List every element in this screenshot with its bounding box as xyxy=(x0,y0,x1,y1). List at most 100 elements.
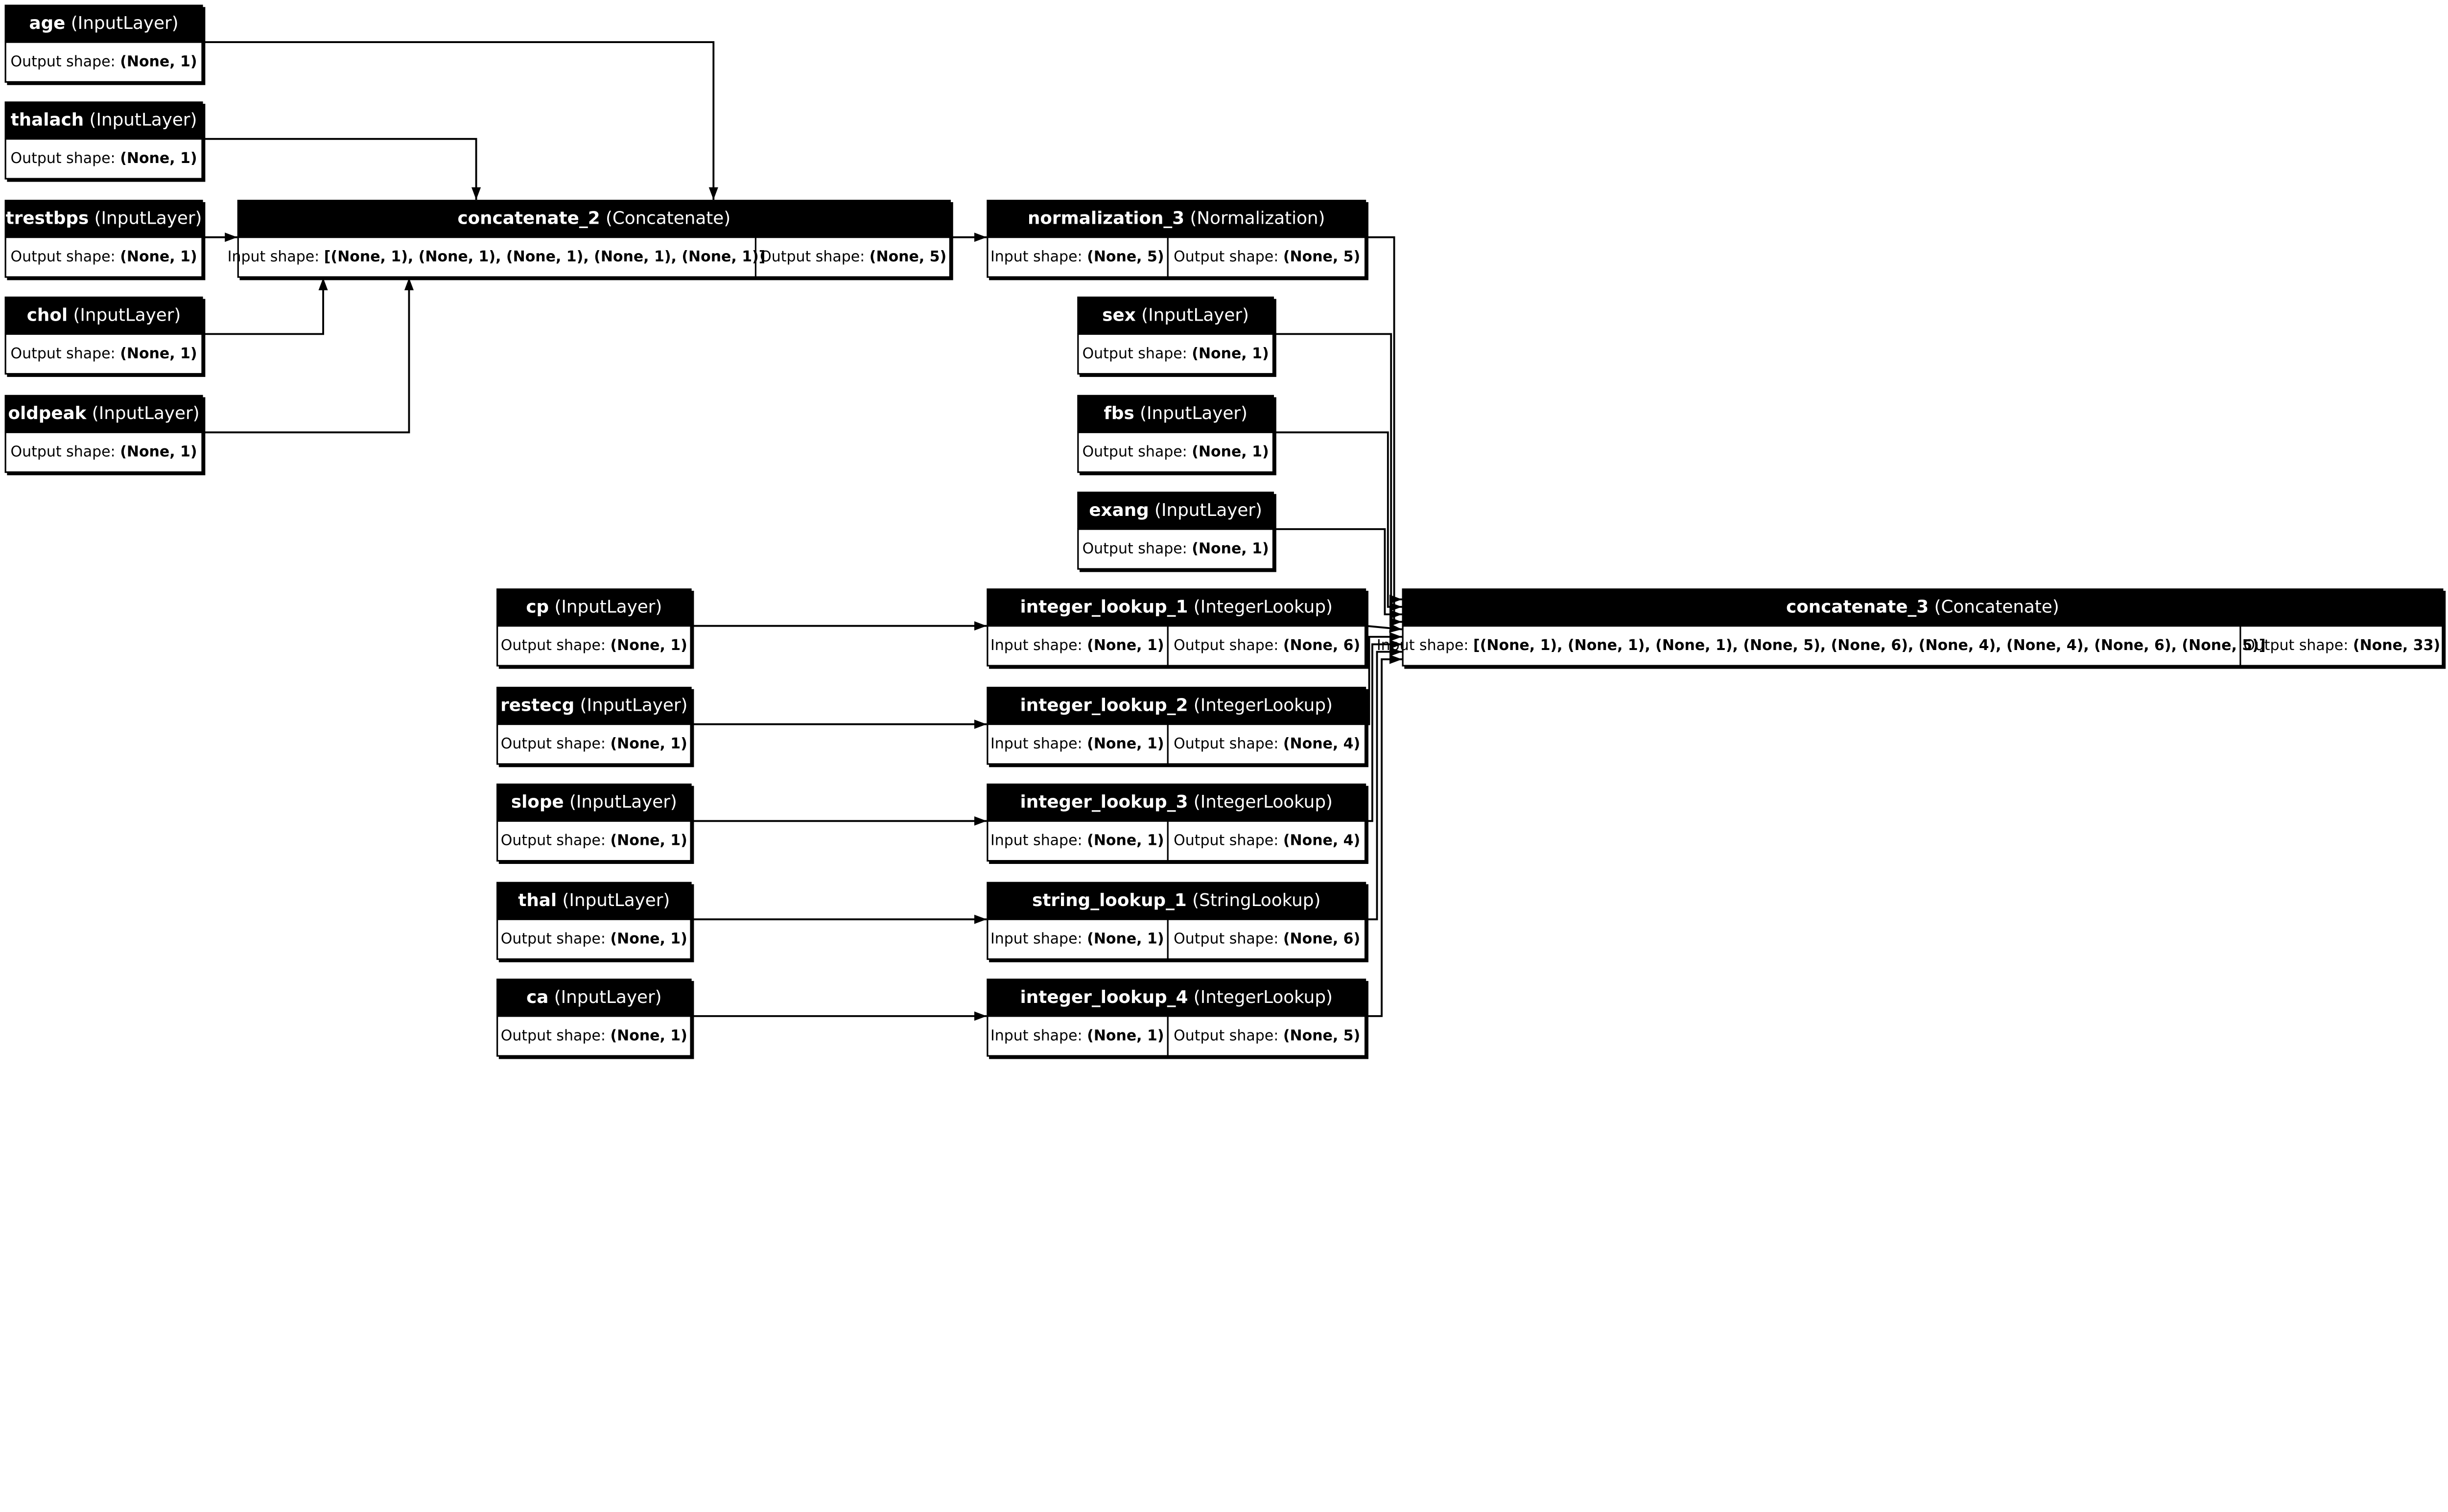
layer-name: restecg xyxy=(500,695,574,715)
layer-node-string_lookup_1[interactable]: string_lookup_1 (StringLookup) Input shap… xyxy=(987,882,1368,962)
layer-node-concatenate_3[interactable]: concatenate_3 (Concatenate)Input shape: … xyxy=(1377,588,2446,669)
input-shape: Input shape: (None, 1) xyxy=(990,930,1164,948)
input-shape-value: (None, 1) xyxy=(1087,930,1164,948)
layer-space xyxy=(1188,597,1193,617)
output-shape-label: Output shape: xyxy=(1083,443,1192,461)
output-shape-label: Output shape: xyxy=(11,150,120,167)
output-shape-label: Output shape: xyxy=(11,248,120,265)
output-shape: Output shape: (None, 1) xyxy=(11,345,197,362)
node-title: string_lookup_1 (StringLookup) xyxy=(1032,890,1320,910)
node-body xyxy=(987,1015,1366,1057)
input-shape: Input shape: [(None, 1), (None, 1), (Non… xyxy=(228,248,766,265)
output-shape-label: Output shape: xyxy=(1083,345,1192,362)
layer-name: thalach xyxy=(11,110,84,130)
edge-integer_lookup_1-to-concatenate_3 xyxy=(1365,623,1402,633)
output-shape: Output shape: (None, 1) xyxy=(11,150,197,167)
layer-space xyxy=(600,209,606,229)
layer-name: string_lookup_1 xyxy=(1032,890,1187,910)
output-shape: Output shape: (None, 1) xyxy=(1083,443,1269,461)
node-title: sex (InputLayer) xyxy=(1102,305,1249,325)
layer-node-integer_lookup_2[interactable]: integer_lookup_2 (IntegerLookup)Input sh… xyxy=(987,687,1368,768)
output-shape: Output shape: (None, 1) xyxy=(1083,345,1269,362)
layer-node-slope[interactable]: slope (InputLayer) Output shape: (None, 1… xyxy=(496,783,694,864)
layer-name: thal xyxy=(518,890,557,910)
output-shape-value: (None, 4) xyxy=(1283,735,1360,752)
node-header xyxy=(4,4,203,43)
edge-oldpeak-to-concatenate_2 xyxy=(203,278,414,434)
layer-node-age[interactable]: age (InputLayer)Output shape: (None, 1) xyxy=(4,4,206,85)
layer-node-chol[interactable]: chol (InputLayer)Output shape: (None, 1) xyxy=(4,296,206,377)
edges xyxy=(203,41,1402,1021)
layer-space xyxy=(1929,597,1934,617)
output-shape: Output shape: (None, 6) xyxy=(1174,930,1360,948)
input-shape-value: (None, 1) xyxy=(1087,735,1164,752)
node-header xyxy=(1402,588,2444,626)
output-shape-value: (None, 1) xyxy=(610,832,687,849)
layer-node-integer_lookup_1[interactable]: integer_lookup_1 (IntegerLookup)Input sh… xyxy=(987,588,1368,669)
input-shape-label: Input shape: xyxy=(1377,637,1473,654)
layer-node-cp[interactable]: cp (InputLayer)Output shape: (None, 1) xyxy=(496,588,694,669)
node-title: concatenate_3 (Concatenate) xyxy=(1786,597,2059,617)
output-shape-value: (None, 5) xyxy=(870,248,946,265)
node-header xyxy=(496,687,692,724)
layer-name: sex xyxy=(1102,305,1136,325)
layer-type: (InputLayer) xyxy=(1141,305,1249,325)
layer-node-thal[interactable]: thal (InputLayer)Output shape: (None, 1) xyxy=(496,882,694,962)
node-body xyxy=(987,236,1366,278)
node-title: normalization_3 (Normalization) xyxy=(1028,209,1325,229)
output-shape-label: Output shape: xyxy=(1174,832,1283,849)
layer-node-thalach[interactable]: thalach (InputLayer) Output shape: (None,… xyxy=(4,101,206,182)
layer-type: (InputLayer) xyxy=(71,13,179,33)
layer-type: (InputLayer) xyxy=(569,792,677,812)
layer-space xyxy=(1149,500,1154,520)
layer-type: (InputLayer) xyxy=(90,110,197,130)
layer-name: integer_lookup_4 xyxy=(1020,987,1188,1007)
layer-type: (Normalization) xyxy=(1190,209,1325,229)
node-title: slope (InputLayer) xyxy=(511,792,677,812)
layer-node-concatenate_2[interactable]: concatenate_2 (Concatenate)Input shape: … xyxy=(228,200,953,280)
output-shape-value: (None, 1) xyxy=(120,345,197,362)
node-title: oldpeak (InputLayer) xyxy=(8,403,199,423)
layer-node-ca[interactable]: ca (InputLayer) Output shape: (None, 1) xyxy=(496,978,694,1059)
layer-name: integer_lookup_1 xyxy=(1020,597,1188,617)
node-header xyxy=(1077,395,1274,433)
layer-name: chol xyxy=(27,305,68,325)
node-body xyxy=(496,918,692,960)
layer-node-fbs[interactable]: fbs (InputLayer)Output shape: (None, 1) xyxy=(1077,395,1276,475)
output-shape: Output shape: (None, 1) xyxy=(501,1027,687,1044)
node-header xyxy=(4,395,203,433)
edge-thalach-to-concatenate_2 xyxy=(203,138,481,200)
output-shape-value: (None, 1) xyxy=(610,930,687,948)
layer-node-oldpeak[interactable]: oldpeak (InputLayer) Output shape: (None,… xyxy=(4,395,206,475)
input-shape-value: (None, 1) xyxy=(1087,1027,1164,1044)
output-shape: Output shape: (None, 4) xyxy=(1174,735,1360,752)
output-shape: Output shape: (None, 33) xyxy=(2243,637,2440,654)
output-shape-value: (None, 33) xyxy=(2353,637,2440,654)
output-shape: Output shape: (None, 5) xyxy=(1174,248,1360,265)
node-body xyxy=(4,333,203,375)
output-shape-label: Output shape: xyxy=(760,248,870,265)
layer-node-integer_lookup_4[interactable]: integer_lookup_4 (IntegerLookup)Input sh… xyxy=(987,978,1368,1059)
layer-node-restecg[interactable]: restecg (InputLayer)Output shape: (None,… xyxy=(496,687,694,768)
edge-string_lookup_1-to-concatenate_3 xyxy=(1366,647,1402,921)
node-header xyxy=(4,200,203,237)
layer-space xyxy=(1188,792,1193,812)
edge-normalization_3-to-concatenate_3 xyxy=(1366,236,1402,627)
input-shape-label: Input shape: xyxy=(228,248,324,265)
node-title: integer_lookup_3 (IntegerLookup) xyxy=(1020,792,1333,812)
layer-node-exang[interactable]: exang (InputLayer)Output shape: (None, 1… xyxy=(1077,491,1276,572)
input-shape-value: (None, 1) xyxy=(1087,832,1164,849)
output-shape: Output shape: (None, 1) xyxy=(501,832,687,849)
edge-fbs-to-concatenate_3 xyxy=(1274,431,1402,612)
layer-name: integer_lookup_3 xyxy=(1020,792,1188,812)
node-title: ca (InputLayer) xyxy=(526,987,661,1007)
layer-node-sex[interactable]: sex (InputLayer) Output shape: (None, 1) xyxy=(1077,296,1276,377)
layer-node-integer_lookup_3[interactable]: integer_lookup_3 (IntegerLookup)Input sh… xyxy=(987,783,1368,864)
layer-node-trestbps[interactable]: trestbps (InputLayer)Output shape: (None… xyxy=(4,200,206,280)
output-shape-label: Output shape: xyxy=(501,637,611,654)
output-shape: Output shape: (None, 1) xyxy=(501,735,687,752)
layer-node-normalization_3[interactable]: normalization_3 (Normalization)Input sha… xyxy=(987,200,1368,280)
output-shape-label: Output shape: xyxy=(501,735,611,752)
output-shape: Output shape: (None, 1) xyxy=(11,443,197,461)
node-title: age (InputLayer) xyxy=(29,13,179,33)
